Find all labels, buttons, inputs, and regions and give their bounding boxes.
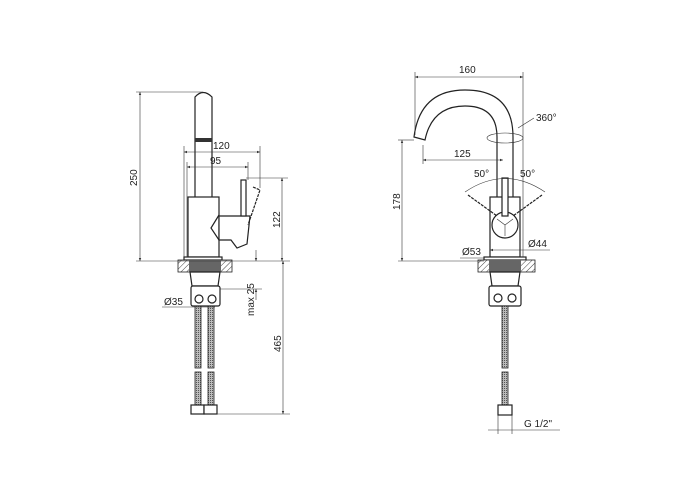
aerator [195, 138, 212, 142]
dim-diameter-35: Ø35 [164, 297, 183, 308]
angle-right-50: 50° [520, 169, 535, 180]
rotation-ellipse [486, 132, 524, 144]
dim-120: 120 [213, 141, 230, 152]
lever-handle [501, 177, 509, 217]
dim-122: 122 [272, 211, 283, 228]
angle-left-50: 50° [474, 169, 489, 180]
dim-125: 125 [454, 149, 471, 160]
hose [501, 305, 509, 369]
hose-nut [190, 404, 205, 415]
dim-178: 178 [392, 193, 403, 210]
hose-nut [497, 404, 513, 416]
spout-tube [194, 91, 213, 197]
swivel-spout [413, 89, 514, 197]
dim-95: 95 [210, 156, 222, 167]
dim-160: 160 [459, 65, 476, 76]
dim-diameter-44: Ø44 [528, 239, 547, 250]
dim-465: 465 [273, 335, 284, 352]
front-view: 160 360° 125 178 50° 50° Ø53 Ø44 G 1/2" [392, 65, 560, 434]
side-view: 250 120 95 122 max 25 465 Ø35 [129, 91, 290, 415]
dim-250: 250 [129, 169, 140, 186]
lever-handle [240, 179, 247, 217]
faucet-body [187, 196, 220, 258]
dim-g-half-inch: G 1/2" [524, 419, 552, 430]
hose-1 [194, 305, 202, 369]
cartridge [218, 215, 251, 249]
dim-360-degrees: 360° [536, 113, 557, 124]
dim-diameter-53: Ø53 [462, 247, 481, 258]
connector-block [488, 285, 522, 307]
dim-max-25: max 25 [246, 283, 257, 316]
angle-arc [464, 178, 546, 193]
shank [189, 271, 221, 287]
connector-block [190, 285, 221, 307]
